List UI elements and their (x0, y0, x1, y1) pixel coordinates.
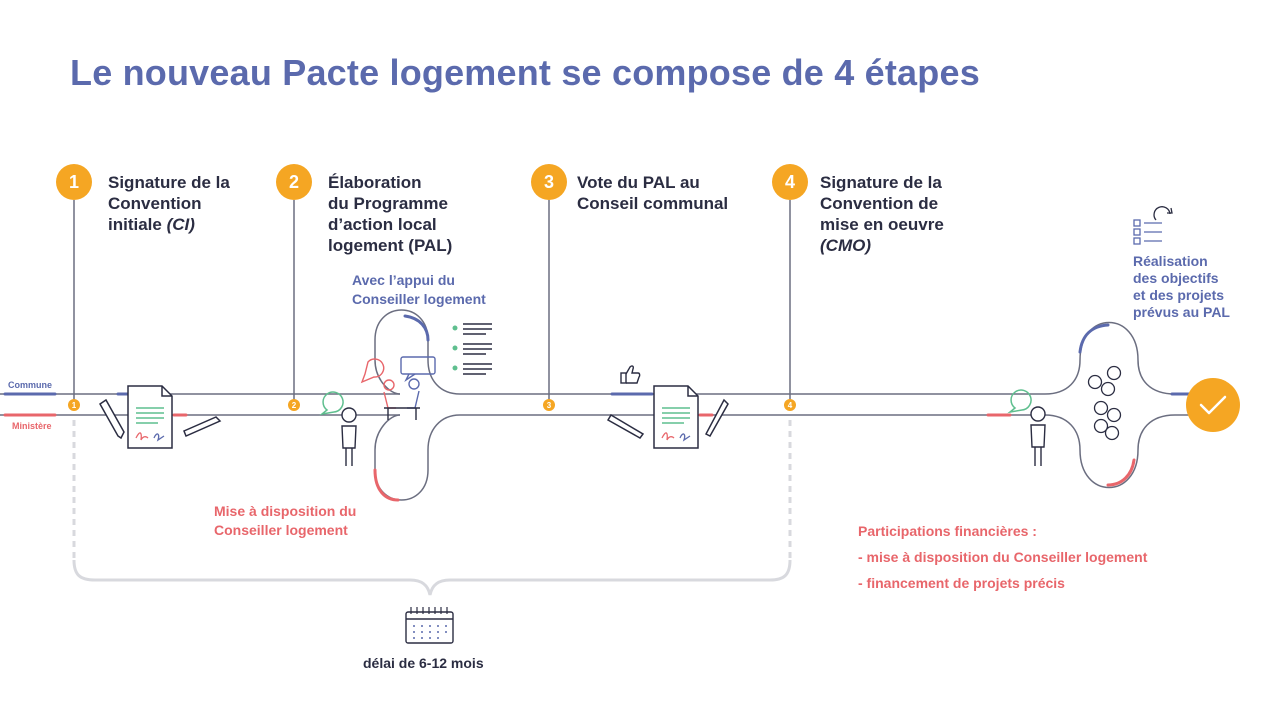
step-badge-4: 4 (772, 164, 808, 200)
calendar-icon (405, 607, 454, 644)
pen-icon (606, 398, 729, 439)
contract-document-icon (127, 385, 173, 449)
checklist-icon (452, 323, 492, 375)
speech-bubble-icon (319, 389, 1032, 416)
lane-label-ministere: Ministère (12, 421, 52, 431)
step-marker-1: 1 (68, 399, 80, 411)
support-note: Avec l’appui du Conseiller logement (352, 272, 486, 307)
financial-item: - financement de projets précis (858, 575, 1065, 591)
page-title: Le nouveau Pacte logement se compose de … (70, 52, 980, 93)
step-marker-3: 3 (543, 399, 555, 411)
completion-check-icon (1186, 378, 1240, 432)
step-connectors (73, 200, 791, 400)
pen-icon (99, 398, 222, 440)
step-badge-1: 1 (56, 164, 92, 200)
step-badge-2: 2 (276, 164, 312, 200)
result-note: Réalisation des objectifs et des projets… (1133, 253, 1230, 320)
lane-accents (3, 314, 1192, 502)
thumbs-up-icon (620, 365, 641, 384)
financial-participation: Participations financières : - mise à di… (858, 518, 1147, 596)
person-icon (341, 407, 357, 466)
objectives-list-icon (1133, 206, 1173, 245)
financial-item: - mise à disposition du Conseiller logem… (858, 549, 1148, 565)
step-badge-3: 3 (531, 164, 567, 200)
step-title-1: Signature de la Convention initiale (CI) (108, 173, 230, 234)
step-title-4: Signature de la Convention de mise en oe… (820, 173, 944, 255)
contract-document-icon (653, 385, 699, 449)
delay-brace (72, 420, 792, 596)
person-icon (1030, 406, 1046, 466)
lane-label-commune: Commune (8, 380, 53, 390)
financial-title: Participations financières : (858, 523, 1037, 539)
lane-lines (0, 309, 1195, 501)
step-marker-4: 4 (784, 399, 796, 411)
step-title-2: Élaboration du Programme d’action local … (328, 173, 453, 255)
step-marker-2: 2 (288, 399, 300, 411)
step-title-3: Vote du PAL au Conseil communal (577, 173, 729, 213)
coins-icon (1087, 365, 1122, 441)
meeting-icon (360, 356, 436, 420)
delay-label: délai de 6-12 mois (363, 655, 484, 671)
provision-note: Mise à disposition du Conseiller logemen… (214, 503, 357, 538)
